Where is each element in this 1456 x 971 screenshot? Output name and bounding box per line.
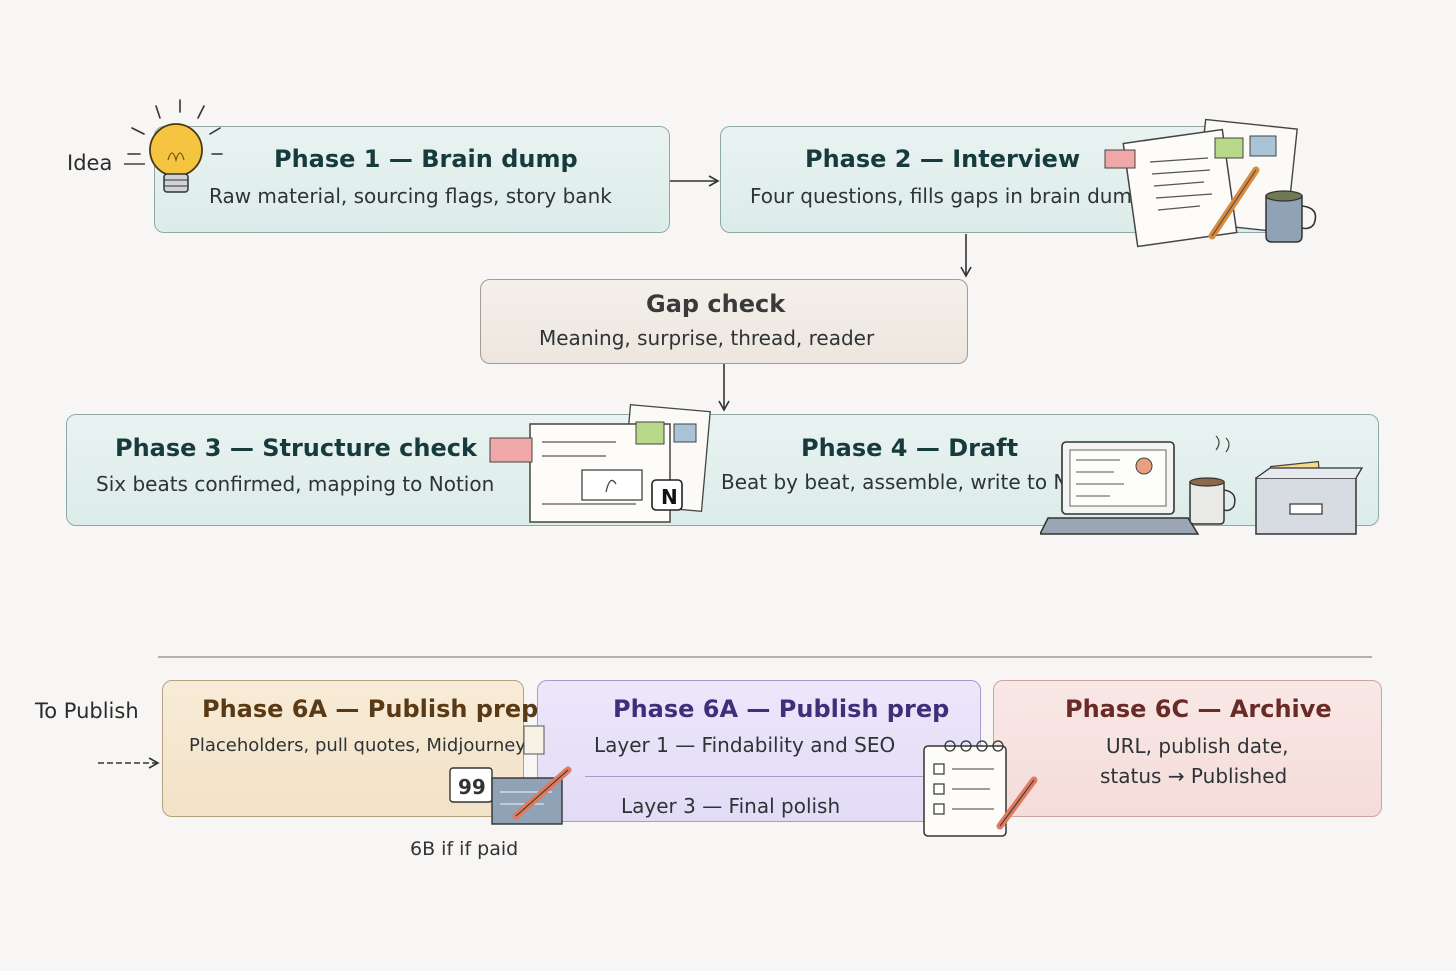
phase6a-prep-subtitle: Placeholders, pull quotes, Midjourney	[189, 735, 526, 756]
structure-papers-icon: N	[489, 404, 711, 523]
phase6c-title: Phase 6C — Archive	[1065, 695, 1332, 723]
quote-glyph: 99	[458, 775, 486, 799]
papers-and-coffee-icon	[1104, 118, 1317, 248]
phase2-subtitle: Four questions, fills gaps in brain dump	[750, 184, 1145, 208]
lightbulb-icon	[127, 99, 223, 193]
phase1-subtitle: Raw material, sourcing flags, story bank	[209, 184, 612, 208]
to-publish-label: To Publish	[35, 699, 139, 723]
phase6c-box	[993, 680, 1382, 817]
layer3-text: Layer 3 — Final polish	[621, 794, 841, 818]
laptop-desk-icon	[1040, 435, 1364, 535]
phase6c-line1: URL, publish date,	[1106, 734, 1289, 758]
quote-pen-icon: 99	[449, 725, 572, 825]
phase4-title: Phase 4 — Draft	[801, 434, 1019, 462]
phase2-title: Phase 2 — Interview	[805, 145, 1081, 173]
phase6a-prep-title: Phase 6A — Publish prep	[202, 695, 539, 723]
idea-label: Idea	[67, 151, 113, 175]
phase3-subtitle: Six beats confirmed, mapping to Notion	[96, 472, 495, 496]
gap-check-title: Gap check	[646, 290, 786, 318]
gap-check-subtitle: Meaning, surprise, thread, reader	[539, 326, 875, 350]
phase1-box	[154, 126, 670, 233]
notion-glyph: N	[661, 485, 678, 509]
phase3-title: Phase 3 — Structure check	[115, 434, 477, 462]
phase4-subtitle: Beat by beat, assemble, write to Notion	[721, 470, 1119, 494]
note-6b: 6B if if paid	[410, 838, 519, 860]
phase6a-layers-box	[537, 680, 981, 822]
gap-check-box	[480, 279, 968, 364]
layer1-text: Layer 1 — Findability and SEO	[594, 733, 896, 757]
layer-divider	[585, 776, 935, 777]
phase6c-line2: status → Published	[1100, 764, 1288, 788]
checklist-notepad-icon	[923, 740, 1038, 837]
phase1-title: Phase 1 — Brain dump	[274, 145, 578, 173]
phase6a-layers-title: Phase 6A — Publish prep	[613, 695, 950, 723]
